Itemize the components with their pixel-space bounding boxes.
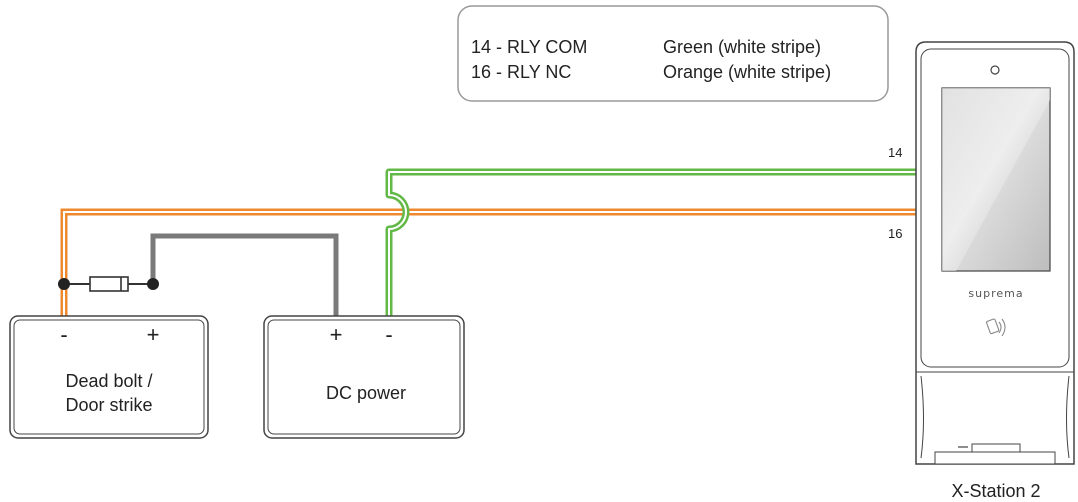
gray-wire: [150, 233, 339, 316]
dcpower-label: DC power: [326, 383, 406, 403]
card-slot: [971, 443, 1021, 453]
nfc-icon: [986, 318, 1006, 337]
legend-pin-14: 14 - RLY COM: [471, 37, 587, 57]
dcpower-plus-terminal: +: [330, 322, 343, 347]
device-brand-logo: suprema: [968, 287, 1023, 300]
diode-icon: [58, 276, 159, 292]
deadbolt-minus-terminal: -: [60, 322, 67, 347]
orange-wire: [60, 208, 916, 316]
legend-color-16: Orange (white stripe): [663, 62, 831, 82]
dc-power-box: + - DC power: [263, 315, 465, 439]
legend-pin-16: 16 - RLY NC: [471, 62, 571, 82]
deadbolt-box: - + Dead bolt / Door strike: [9, 315, 209, 439]
device-name-label: X-Station 2: [951, 481, 1040, 501]
deadbolt-plus-terminal: +: [147, 322, 160, 347]
legend-box: 14 - RLY COM Green (white stripe) 16 - R…: [457, 5, 889, 102]
green-wire: [385, 168, 916, 316]
pin-16-label: 16: [888, 226, 902, 241]
pin-14-label: 14: [888, 145, 902, 160]
deadbolt-label-line2: Door strike: [65, 395, 152, 415]
x-station-device: suprema: [915, 41, 1075, 465]
dcpower-minus-terminal: -: [385, 322, 392, 347]
camera-icon: [990, 65, 1000, 75]
deadbolt-label-line1: Dead bolt /: [65, 371, 152, 391]
legend-color-14: Green (white stripe): [663, 37, 821, 57]
